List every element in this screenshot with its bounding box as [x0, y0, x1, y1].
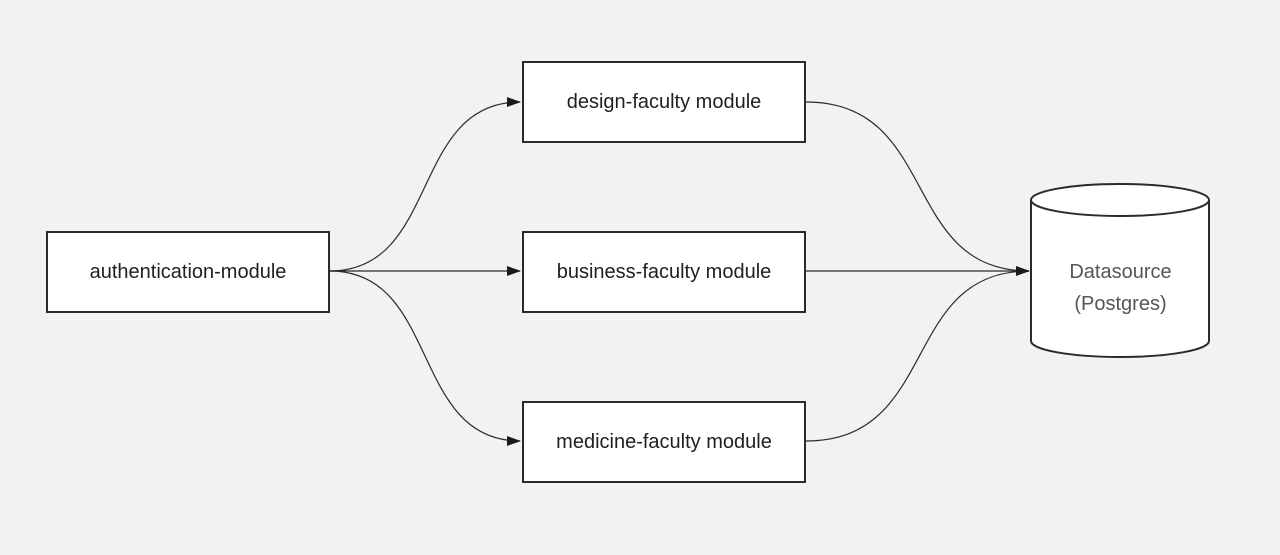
edge-auth-to-design	[329, 97, 521, 272]
authentication-module-label: authentication-module	[89, 260, 287, 283]
medicine-faculty-module-node: medicine-faculty module	[522, 401, 806, 483]
design-faculty-module-node: design-faculty module	[522, 61, 806, 143]
datasource-label-line1: Datasource	[1069, 261, 1172, 283]
edge-design-to-datasource	[805, 101, 1030, 272]
business-faculty-module-node: business-faculty module	[522, 231, 806, 313]
design-faculty-module-label: design-faculty module	[566, 90, 762, 113]
authentication-module-node: authentication-module	[46, 231, 330, 313]
edge-medicine-to-datasource	[805, 270, 1030, 442]
datasource-label-line2: (Postgres)	[1074, 293, 1167, 315]
edge-auth-to-medicine	[329, 270, 521, 446]
datasource-label: Datasource (Postgres)	[1032, 256, 1209, 320]
medicine-faculty-module-label: medicine-faculty module	[556, 430, 772, 453]
business-faculty-module-label: business-faculty module	[556, 260, 772, 283]
datasource-cylinder	[1030, 183, 1210, 358]
